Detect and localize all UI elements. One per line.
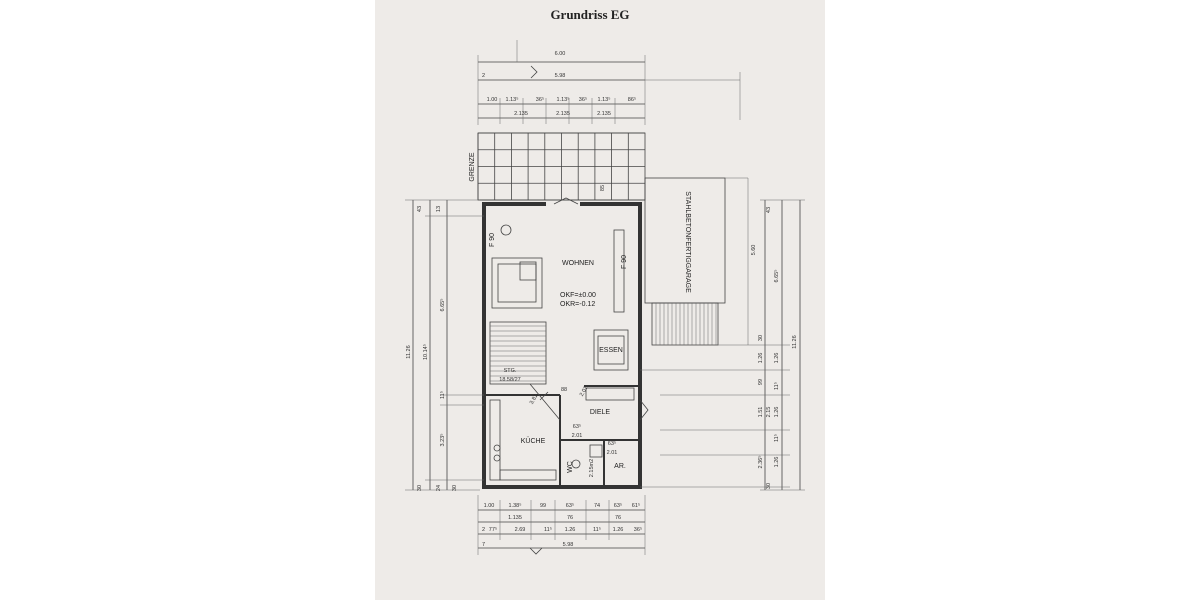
dim-overall-600: 6.00 bbox=[555, 51, 566, 57]
dim-left-top: 13 bbox=[436, 206, 442, 212]
building-walls bbox=[482, 197, 649, 489]
dim-left-bottom: 30 bbox=[417, 485, 423, 491]
okr-label: OKR=-0.12 bbox=[560, 301, 595, 308]
fire-rating-left: F 90 bbox=[489, 233, 496, 247]
dim-right-f: 11⁵ bbox=[773, 382, 780, 390]
dim-right-g: 1.26 bbox=[774, 457, 780, 468]
dim-bottom-overall: 5.98 bbox=[563, 542, 574, 548]
dim-left-bottom: 24 bbox=[436, 485, 442, 491]
okf-label: OKF=±0.00 bbox=[560, 292, 596, 299]
dim-right-h: 2.36⁵ bbox=[757, 456, 764, 469]
dim-right-d: 1.26 bbox=[774, 407, 780, 418]
room-diele: DIELE bbox=[590, 409, 611, 416]
room-dim: 2.01 bbox=[572, 433, 583, 439]
dim-bottom-seg: 99 bbox=[540, 503, 546, 509]
bottom-dimensions bbox=[477, 495, 646, 555]
fire-rating-right: F 90 bbox=[621, 255, 628, 269]
dim-right-a: 6.65⁵ bbox=[773, 270, 780, 283]
dim-bottom-row3: 77⁵ bbox=[489, 526, 497, 533]
garage-dim: 5.60 bbox=[751, 245, 757, 256]
room-dim: 63⁵ bbox=[608, 440, 616, 447]
dim-top-seg: 1.00 bbox=[487, 97, 498, 103]
staircase bbox=[489, 321, 561, 421]
room-dim: 2.01 bbox=[579, 385, 590, 397]
dim-bottom-seg: 63⁵ bbox=[566, 502, 574, 509]
dim-bottom-mid: 76 bbox=[615, 515, 621, 521]
dim-bottom-edge: 7 bbox=[482, 542, 485, 548]
dim-bottom-row3: 2.69 bbox=[515, 527, 526, 533]
room-dim: 63⁵ bbox=[573, 423, 581, 430]
dim-right-bottom: 30 bbox=[766, 483, 772, 489]
furniture bbox=[489, 224, 635, 481]
room-wc: WC bbox=[567, 461, 574, 473]
dim-bottom-row3: 11⁵ bbox=[544, 526, 552, 533]
dim-right-f2: 11⁵ bbox=[773, 434, 780, 442]
dim-left-a: 10.14⁵ bbox=[422, 344, 429, 360]
dim-left-overall: 11.26 bbox=[406, 345, 412, 358]
dim-bottom-row3: 1.26 bbox=[565, 527, 576, 533]
dim-right-e: 2.15 bbox=[766, 407, 772, 418]
dim-top-sub: 2.135 bbox=[597, 111, 611, 117]
room-dim: 2.15m2 bbox=[589, 459, 595, 477]
terrace-tiles bbox=[477, 132, 646, 201]
garage-label: STAHLBETONFERTIGGARAGE bbox=[684, 191, 691, 293]
dim-right-b: 1.26 bbox=[774, 353, 780, 364]
dim-right-mid: 30 bbox=[758, 335, 764, 341]
room-kueche: KÜCHE bbox=[521, 437, 546, 445]
dim-right-mid: 1.51 bbox=[758, 407, 764, 418]
dim-left-top: 43 bbox=[417, 206, 423, 212]
dim-bottom-row3: 1.26 bbox=[613, 527, 624, 533]
dim-bottom-seg: 74 bbox=[594, 503, 600, 509]
dim-left-bottom: 30 bbox=[452, 485, 458, 491]
dim-left-c: 3.23⁵ bbox=[439, 434, 446, 447]
room-essen: ESSEN bbox=[599, 347, 623, 354]
dim-bottom-mid: 76 bbox=[567, 515, 573, 521]
dim-bottom-row3: 2 bbox=[482, 527, 485, 533]
top-dimensions: 6.00 5.98 2 1.00 1.13⁵ 36⁵ 1.13⁵ 36⁵ 1.1… bbox=[477, 40, 741, 125]
dim-right-c: 99 bbox=[758, 379, 764, 385]
left-dimensions bbox=[405, 199, 484, 491]
dim-bottom-seg: 63⁵ bbox=[614, 502, 622, 509]
dim-top-seg: 1.13⁵ bbox=[506, 96, 519, 103]
dim-top-seg: 1.13⁵ bbox=[598, 96, 611, 103]
dim-bottom-seg: 1.38⁵ bbox=[509, 502, 522, 509]
dim-right-mid: 1.26 bbox=[758, 353, 764, 364]
stairs-label: STG. bbox=[504, 368, 517, 374]
dim-right-top: 43 bbox=[766, 207, 772, 213]
dim-top-seg: 86⁵ bbox=[628, 96, 636, 103]
dim-top-seg: 1.13⁵ bbox=[557, 96, 570, 103]
grenze-label: GRENZE bbox=[469, 152, 476, 182]
dim-bottom-seg: 1.00 bbox=[484, 503, 495, 509]
dim-top-sub: 2.135 bbox=[556, 111, 570, 117]
garage bbox=[644, 177, 749, 346]
dim-bottom-row3: 36⁵ bbox=[634, 526, 642, 533]
dim-right-overall: 11.26 bbox=[792, 335, 798, 348]
dim-bottom-mid: 1.135 bbox=[508, 515, 522, 521]
dim-top-sub: 2.135 bbox=[514, 111, 528, 117]
room-ar: AR. bbox=[614, 463, 626, 470]
paper-sheet bbox=[375, 0, 825, 600]
dim-bottom-seg: 61⁵ bbox=[632, 502, 640, 509]
dim-left-b: 6.65⁵ bbox=[439, 299, 446, 312]
dim-top-seg: 36⁵ bbox=[536, 96, 544, 103]
plan-title: Grundriss EG bbox=[550, 7, 629, 22]
dim-left-d: 11⁵ bbox=[439, 391, 446, 399]
dim-top-seg: 36⁵ bbox=[579, 96, 587, 103]
right-dimensions bbox=[640, 199, 805, 491]
dim-edge-2: 2 bbox=[482, 73, 485, 79]
room-dim: 2.01 bbox=[607, 450, 618, 456]
room-wohnen: WOHNEN bbox=[562, 260, 594, 267]
room-dim: 88 bbox=[561, 387, 567, 393]
room-dim: 85 bbox=[600, 185, 606, 191]
stairs-size: 18.58/27 bbox=[499, 377, 520, 383]
dim-overall-598: 5.98 bbox=[555, 73, 566, 79]
dim-bottom-row3: 11⁵ bbox=[593, 526, 601, 533]
room-dim: 3.81 bbox=[529, 393, 540, 405]
